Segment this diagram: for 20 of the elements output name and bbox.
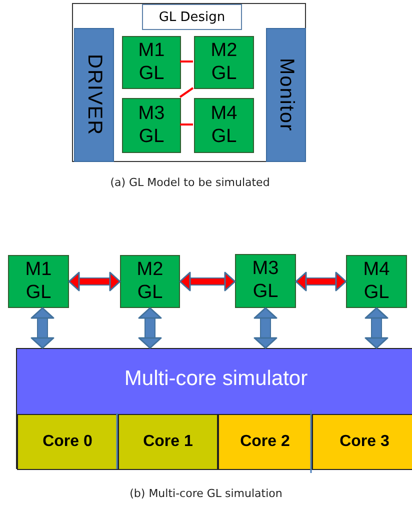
core-cell: Core 3 [312, 414, 412, 470]
module-box: M3 GL [235, 254, 296, 308]
side-block: Monitor [266, 28, 306, 162]
simulator-block [16, 348, 412, 469]
block-label: Multi-core simulator [124, 367, 308, 391]
caption: (a) GL Model to be simulated [110, 176, 270, 189]
title-box: GL Design [142, 4, 242, 30]
core-cell: Core 2 [218, 414, 312, 470]
core-cell: Core 1 [118, 414, 218, 470]
module-box: M3 GL [122, 98, 181, 153]
module-box: M4 GL [346, 255, 407, 308]
caption: (b) Multi-core GL simulation [130, 487, 282, 500]
module-box: M2 GL [120, 255, 180, 308]
design-frame [72, 3, 306, 162]
module-box: M4 GL [194, 98, 254, 153]
core-cell: Core 0 [17, 414, 118, 470]
module-box: M2 GL [194, 36, 254, 89]
side-block: DRIVER [74, 28, 114, 162]
module-box: M1 GL [8, 255, 69, 308]
module-box: M1 GL [122, 36, 181, 89]
